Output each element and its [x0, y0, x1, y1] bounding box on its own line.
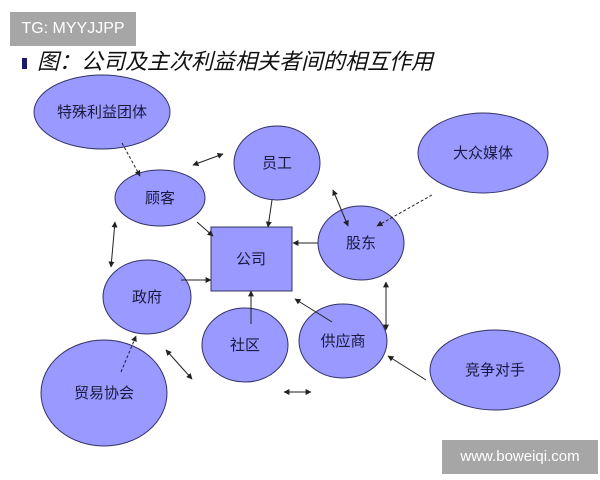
node-special-interest	[33, 74, 171, 150]
watermark-top: TG: MYYJJPP	[10, 12, 136, 46]
arrow-employees-to-company	[265, 199, 273, 228]
node-media	[417, 112, 549, 194]
arrow-special-to-customers	[121, 142, 141, 177]
arrow-employees-shareholders	[332, 189, 349, 227]
node-community	[201, 307, 289, 383]
node-trade-assoc	[40, 339, 168, 447]
node-suppliers	[298, 303, 388, 379]
label-special-interest: 特殊利益团体	[57, 103, 147, 121]
arrow-media-to-shareholders	[376, 194, 433, 227]
label-community: 社区	[230, 336, 260, 354]
label-government: 政府	[132, 288, 162, 306]
bullet-icon	[22, 57, 27, 69]
node-government	[102, 259, 192, 335]
label-suppliers: 供应商	[320, 332, 365, 350]
node-employees	[233, 125, 321, 201]
label-shareholders: 股东	[346, 234, 376, 252]
arrow-customers-to-company	[196, 221, 214, 237]
arrow-suppliers-to-company	[294, 298, 333, 323]
label-company: 公司	[236, 250, 266, 268]
label-media: 大众媒体	[453, 144, 513, 162]
arrow-competitors-to-suppliers	[387, 355, 427, 381]
label-employees: 员工	[262, 154, 292, 172]
label-competitors: 竞争对手	[465, 361, 525, 379]
label-trade-assoc: 贸易协会	[74, 384, 134, 402]
node-customers	[114, 169, 206, 227]
title-text: 图：公司及主次利益相关者间的相互作用	[37, 50, 434, 75]
node-company	[210, 226, 293, 292]
label-customers: 顾客	[145, 189, 175, 207]
arrow-government-community	[165, 349, 193, 380]
node-competitors	[429, 329, 561, 411]
arrow-trade-to-government	[120, 335, 137, 373]
watermark-bottom: www.boweiqi.com	[442, 440, 598, 474]
arrow-customers-government	[108, 221, 118, 268]
diagram-title: 图：公司及主次利益相关者间的相互作用	[22, 44, 433, 76]
arrow-customers-employees	[192, 153, 224, 166]
